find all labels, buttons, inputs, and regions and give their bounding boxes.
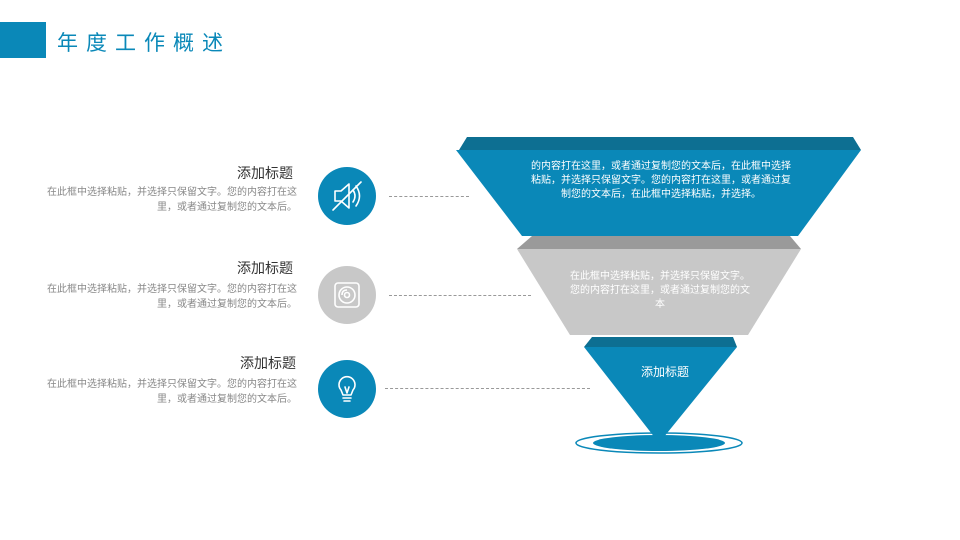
connector-line-2 xyxy=(389,295,531,296)
item-desc-2: 在此框中选择粘贴，并选择只保留文字。您的内容打在这里，或者通过复制您的文本后。 xyxy=(47,284,297,310)
disc-icon xyxy=(334,282,360,308)
item-title-2: 添加标题 xyxy=(237,261,293,277)
funnel-bottom-segment xyxy=(584,347,737,443)
funnel-top-text: 的内容打在这里，或者通过复制您的文本后，在此框中选择粘贴，并选择只保留文字。您的… xyxy=(531,161,791,200)
funnel-middle-lip xyxy=(517,236,801,249)
funnel-middle-text: 在此框中选择粘贴，并选择只保留文字。您的内容打在这里，或者通过复制您的文本 xyxy=(570,271,750,310)
speaker-icon xyxy=(332,181,362,211)
funnel-top-lip xyxy=(459,137,861,150)
lightbulb-icon xyxy=(338,375,356,402)
header-accent-bar xyxy=(0,22,46,58)
connector-line-3 xyxy=(385,388,590,389)
item-desc-1: 在此框中选择粘贴，并选择只保留文字。您的内容打在这里，或者通过复制您的文本后。 xyxy=(47,187,297,213)
item-icon-circle-1 xyxy=(318,167,376,225)
item-desc-3: 在此框中选择粘贴，并选择只保留文字。您的内容打在这里，或者通过复制您的文本后。 xyxy=(47,379,297,405)
page-title: 年度工作概述 xyxy=(57,31,231,55)
funnel-middle-segment xyxy=(517,249,801,335)
item-icon-circle-2 xyxy=(318,266,376,324)
item-icon-circle-3 xyxy=(318,360,376,418)
connector-line-1 xyxy=(389,196,469,197)
funnel-top-segment xyxy=(456,150,861,236)
item-title-3: 添加标题 xyxy=(240,356,296,372)
funnel-bottom-text: 添加标题 xyxy=(640,365,689,379)
item-title-1: 添加标题 xyxy=(237,166,293,182)
funnel-bottom-lip xyxy=(584,337,737,347)
